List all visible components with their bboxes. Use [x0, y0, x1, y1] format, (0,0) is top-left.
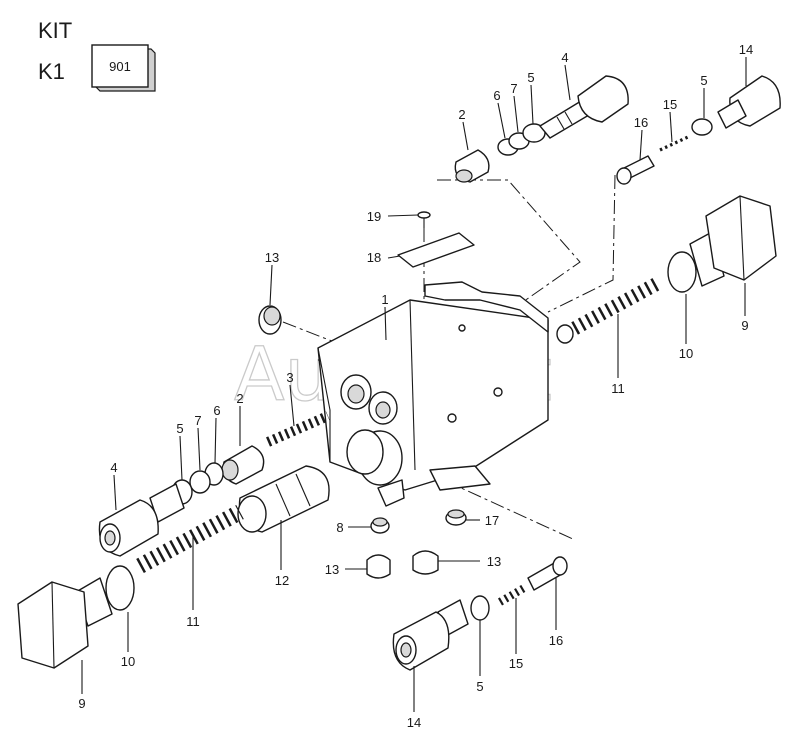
part-9-right-plug [689, 195, 777, 287]
callout-5: 5 [700, 73, 707, 88]
part-13-plug-bottom [366, 554, 391, 579]
callout-13: 13 [265, 250, 279, 265]
part-9-left-plug [17, 577, 113, 669]
code-box-text: 901 [109, 59, 131, 74]
callout-12: 12 [275, 573, 289, 588]
part-13-plug-right [412, 550, 439, 575]
part-7-left-ring [189, 470, 211, 494]
callout-7: 7 [194, 413, 201, 428]
callout-10: 10 [121, 654, 135, 669]
part-5-bottom-seal [470, 595, 490, 621]
part-8-plug [370, 517, 390, 534]
part-11-right-spring [564, 275, 664, 339]
callout-4: 4 [561, 50, 568, 65]
callout-11: 11 [611, 381, 625, 396]
callout-13: 13 [487, 554, 501, 569]
part-10-left-seal [105, 565, 135, 611]
part-15-bottom-spring [497, 584, 527, 606]
part-16-top-pin [616, 155, 655, 185]
callout-6: 6 [493, 88, 500, 103]
callout-11: 11 [186, 614, 200, 629]
callout-5: 5 [476, 679, 483, 694]
callout-15: 15 [663, 97, 677, 112]
callout-15: 15 [509, 656, 523, 671]
callout-2: 2 [236, 391, 243, 406]
callout-17: 17 [485, 513, 499, 528]
callout-3: 3 [286, 370, 293, 385]
callout-16: 16 [549, 633, 563, 648]
part-2-top-sleeve [454, 149, 490, 183]
part-5-right-seal [691, 118, 713, 136]
callout-14: 14 [739, 42, 753, 57]
part-14-top-plug [717, 75, 781, 129]
callout-9: 9 [78, 696, 85, 711]
callout-1: 1 [381, 292, 388, 307]
kit-label: KIT [38, 18, 72, 43]
callout-9: 9 [741, 318, 748, 333]
part-4-top-plug [539, 75, 629, 139]
part-14-bottom-plug [392, 599, 469, 671]
callout-16: 16 [634, 115, 648, 130]
part-4-left-plug [98, 483, 185, 557]
callout-5: 5 [527, 70, 534, 85]
part-2-left-sleeve [221, 445, 265, 485]
callout-6: 6 [213, 403, 220, 418]
part-16-bottom-pin [527, 556, 568, 591]
part-3-spring [266, 411, 330, 447]
callout-4: 4 [110, 460, 117, 475]
part-13-left-plug [258, 305, 282, 335]
part-15-top-spring [659, 134, 691, 152]
part-19-pin [417, 211, 431, 228]
part-17-plug [445, 509, 467, 526]
part-12-spool [237, 465, 330, 533]
callout-2: 2 [458, 107, 465, 122]
leader-lines [81, 57, 747, 712]
callout-7: 7 [510, 81, 517, 96]
callout-14: 14 [407, 715, 421, 730]
callout-13: 13 [325, 562, 339, 577]
code-box: 901 [91, 44, 156, 92]
callout-8: 8 [336, 520, 343, 535]
callout-labels: 2 6 7 5 4 16 15 5 14 19 18 13 1 3 9 10 1… [78, 42, 753, 730]
callout-19: 19 [367, 209, 381, 224]
part-18-plate [397, 232, 475, 268]
part-10-right-seal [667, 251, 697, 293]
callout-18: 18 [367, 250, 381, 265]
callout-5: 5 [176, 421, 183, 436]
callout-10: 10 [679, 346, 693, 361]
k1-label: K1 [38, 59, 65, 84]
part-1-valve-body [317, 281, 549, 507]
